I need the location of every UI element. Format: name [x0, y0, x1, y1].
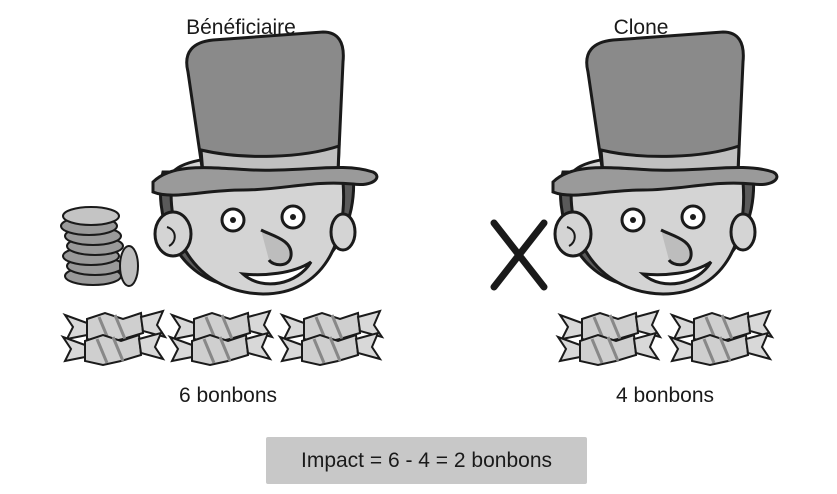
x-mark-icon — [490, 219, 548, 291]
clone-candy-count: 4 bonbons — [615, 384, 715, 407]
impact-box: Impact = 6 - 4 = 2 bonbons — [266, 437, 587, 484]
beneficiary-candy-count: 6 bonbons — [178, 384, 278, 407]
clone-character-icon — [551, 30, 779, 296]
candy-pair-icon — [278, 309, 384, 367]
candy-pair-icon — [668, 309, 774, 367]
coin-stack-icon — [60, 206, 139, 287]
clone-title: Clone — [613, 16, 669, 39]
beneficiary-character-icon — [151, 30, 379, 296]
beneficiary-title: Bénéficiaire — [186, 16, 296, 39]
candy-pair-icon — [61, 309, 167, 367]
candy-pair-icon — [168, 309, 274, 367]
candy-pair-icon — [556, 309, 662, 367]
